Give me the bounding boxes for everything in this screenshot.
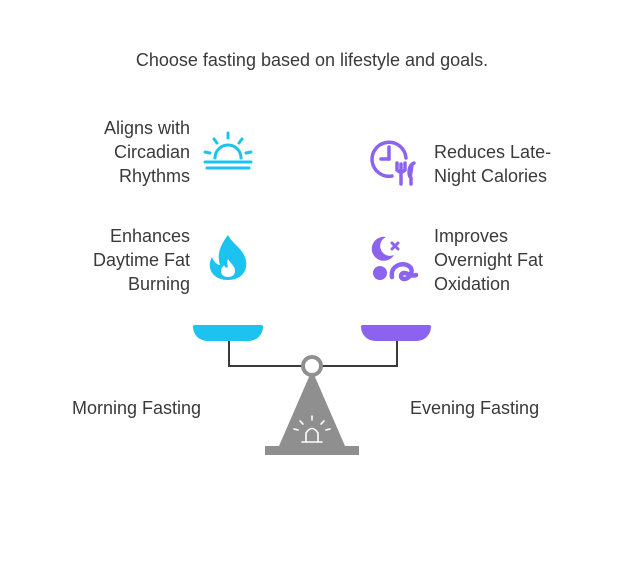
- sunrise-icon: [203, 131, 253, 170]
- benefit-late-night-label: Reduces Late- Night Calories: [434, 142, 552, 186]
- evening-fasting-label: Evening Fasting: [410, 398, 540, 418]
- clock-fork-icon: [370, 140, 416, 186]
- flame-icon: [209, 235, 247, 280]
- left-scale-pan: [193, 325, 263, 341]
- morning-fasting-label: Morning Fasting: [72, 398, 202, 418]
- right-scale-pan: [361, 325, 431, 341]
- moon-shapes-icon: [371, 236, 419, 282]
- benefit-fat-oxidation-label: Improves Overnight Fat Oxidation: [434, 226, 544, 294]
- benefit-circadian-label: Aligns with Circadian Rhythms: [103, 118, 190, 186]
- diagram-title: Choose fasting based on lifestyle and go…: [135, 50, 489, 70]
- benefit-fat-burning-label: Enhances Daytime Fat Burning: [92, 226, 190, 294]
